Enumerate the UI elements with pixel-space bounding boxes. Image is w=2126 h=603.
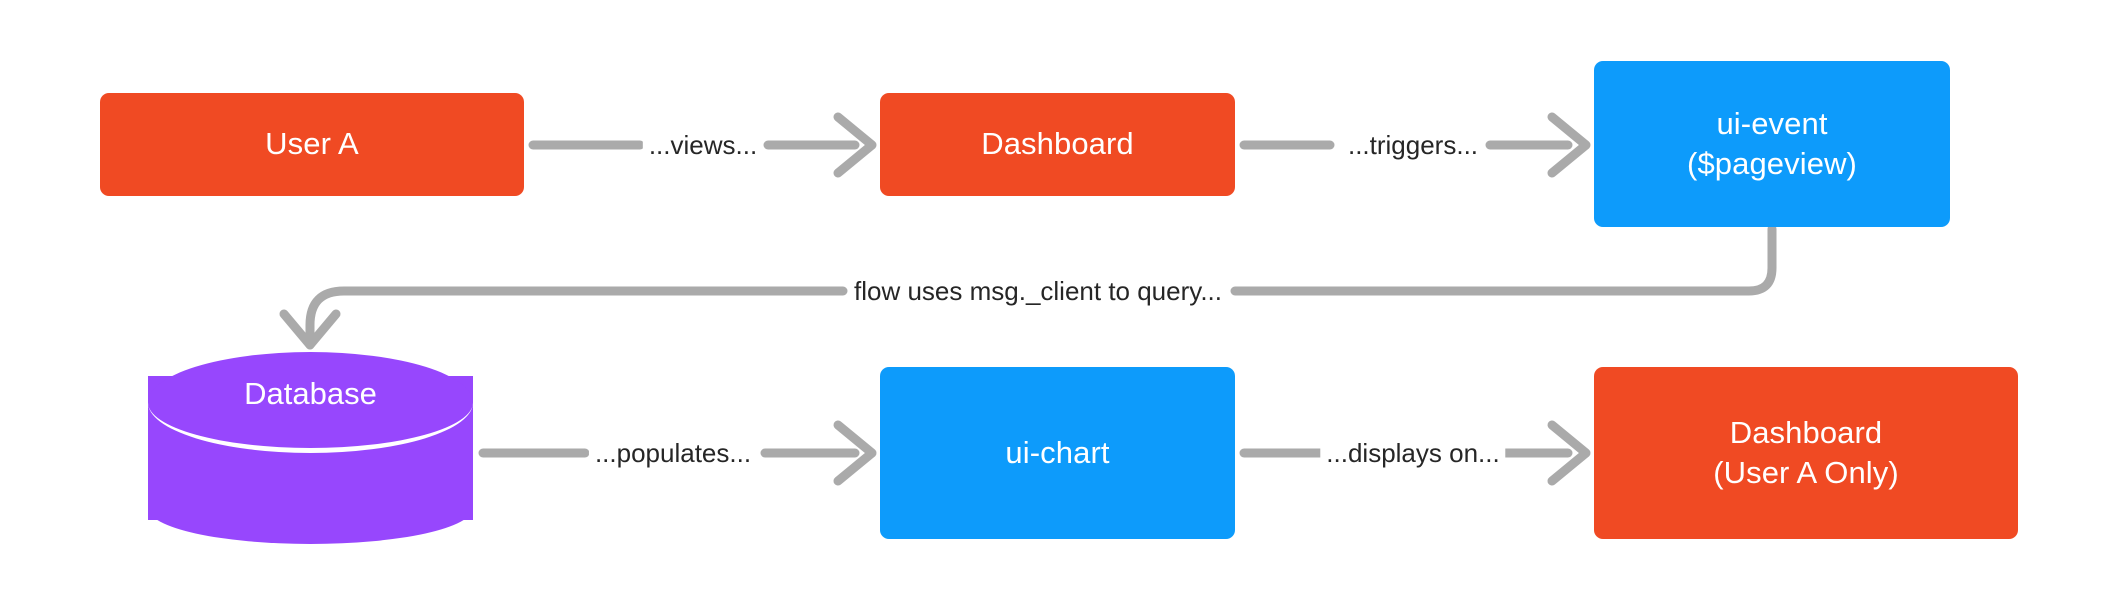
arrowhead-displays-on <box>1547 420 1591 486</box>
arrowhead-populates <box>833 420 877 486</box>
node-user-a-label: User A <box>265 126 359 162</box>
edge-database-to-ui-chart <box>478 420 877 486</box>
node-database[interactable]: Database <box>148 352 473 544</box>
edge-label-flow-query: flow uses msg._client to query... <box>847 275 1229 307</box>
node-ui-event[interactable]: ui-event ($pageview) <box>1594 61 1950 227</box>
node-ui-chart-label: ui-chart <box>1005 434 1110 470</box>
edge-dashboard-to-ui-event <box>1239 112 1591 178</box>
node-ui-event-label: ui-event <box>1716 105 1828 141</box>
node-user-a[interactable]: User A <box>100 93 524 196</box>
arrowhead-flow-query <box>279 309 341 350</box>
node-database-label: Database <box>244 376 377 411</box>
edge-label-views: ...views... <box>642 129 764 161</box>
node-ui-chart[interactable]: ui-chart <box>880 367 1235 539</box>
node-dashboard-user-a-only-sublabel: (User A Only) <box>1713 455 1899 490</box>
node-dashboard-user-a-only-label: Dashboard <box>1729 414 1883 450</box>
edge-path-flow-right <box>1230 224 1777 296</box>
edge-path-flow-left <box>305 286 848 350</box>
edge-label-populates: ...populates... <box>588 437 758 469</box>
database-cylinder-top <box>148 352 473 453</box>
node-dashboard[interactable]: Dashboard <box>880 93 1235 196</box>
edge-label-displays-on: ...displays on... <box>1320 437 1506 469</box>
edge-label-triggers: ...triggers... <box>1341 129 1485 161</box>
node-ui-event-sublabel: ($pageview) <box>1687 146 1857 181</box>
node-dashboard-label: Dashboard <box>981 126 1134 162</box>
node-dashboard-user-a-only[interactable]: Dashboard (User A Only) <box>1594 367 2018 539</box>
arrowhead-views <box>833 112 877 178</box>
edge-ui-event-to-database <box>279 224 1777 350</box>
edge-user-a-to-dashboard <box>528 112 877 178</box>
arrowhead-triggers <box>1547 112 1591 178</box>
